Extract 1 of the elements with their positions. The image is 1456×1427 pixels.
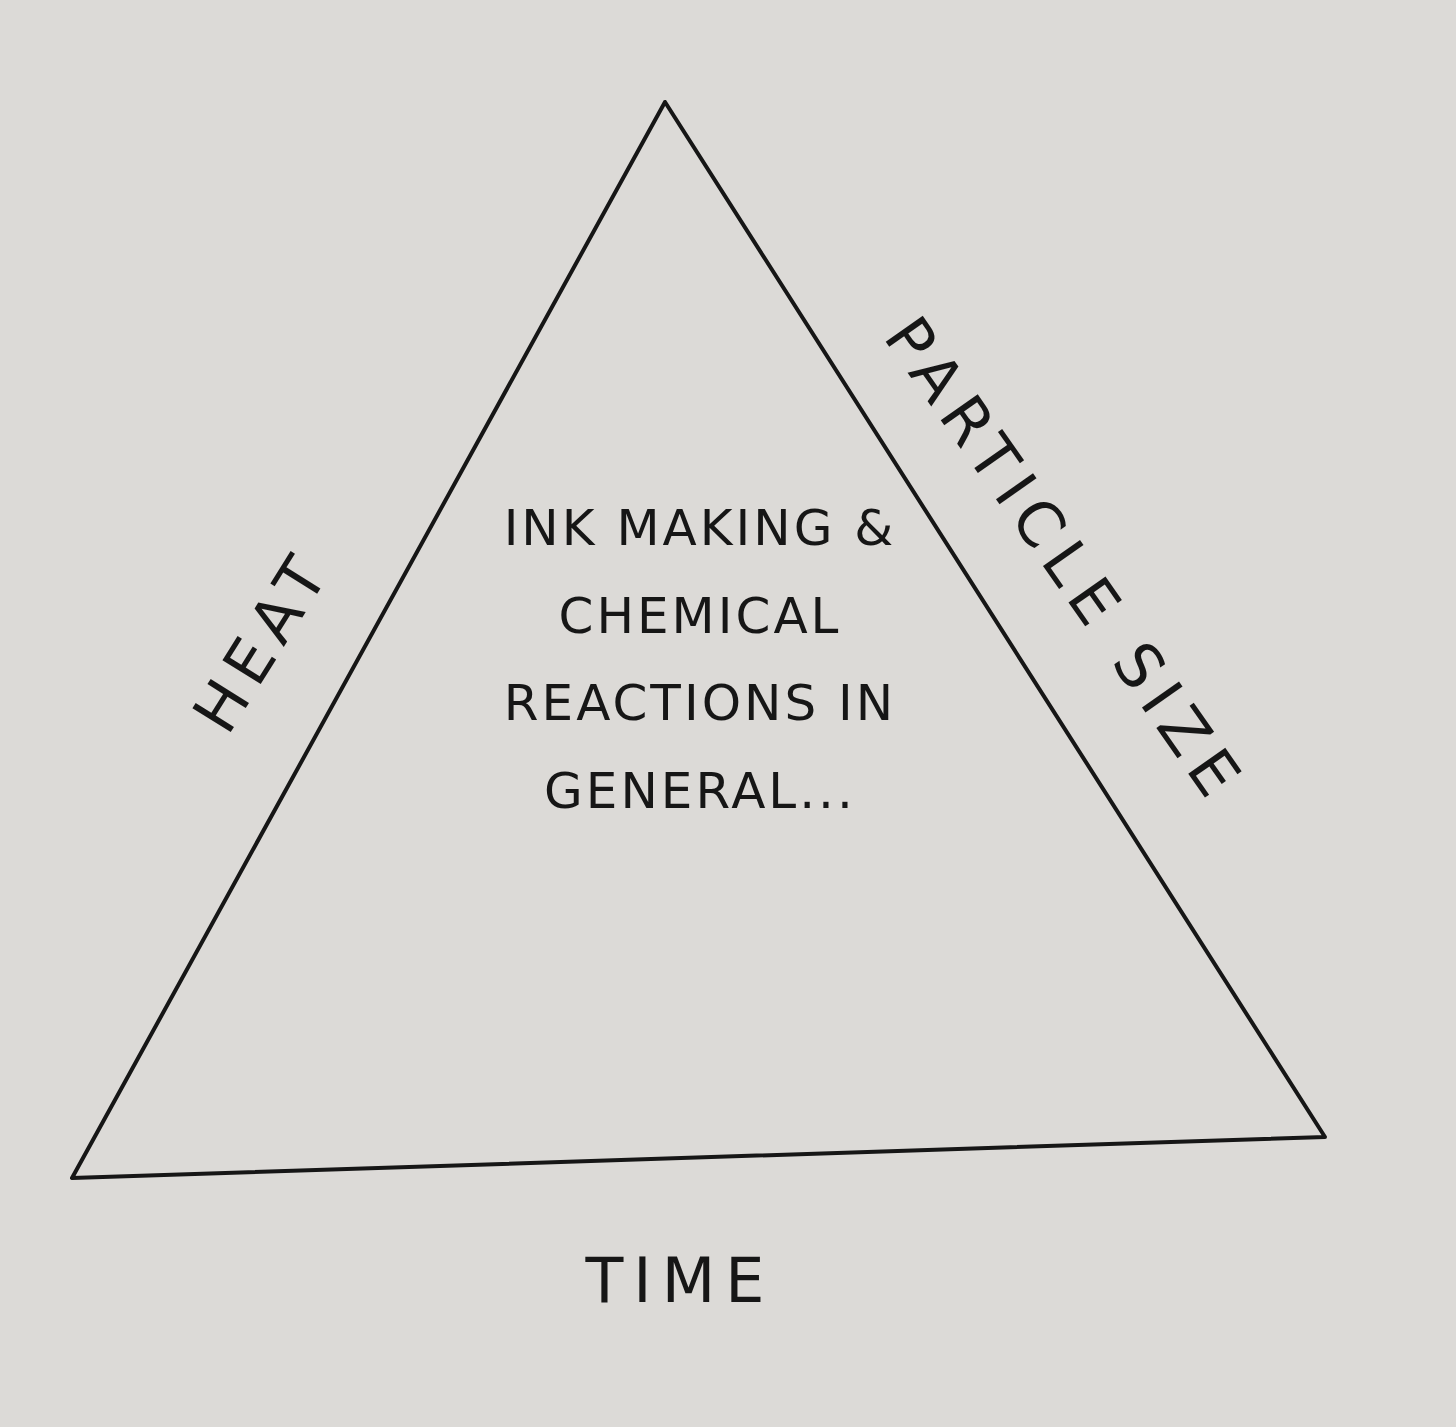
side-label: TIME [585, 1243, 775, 1317]
